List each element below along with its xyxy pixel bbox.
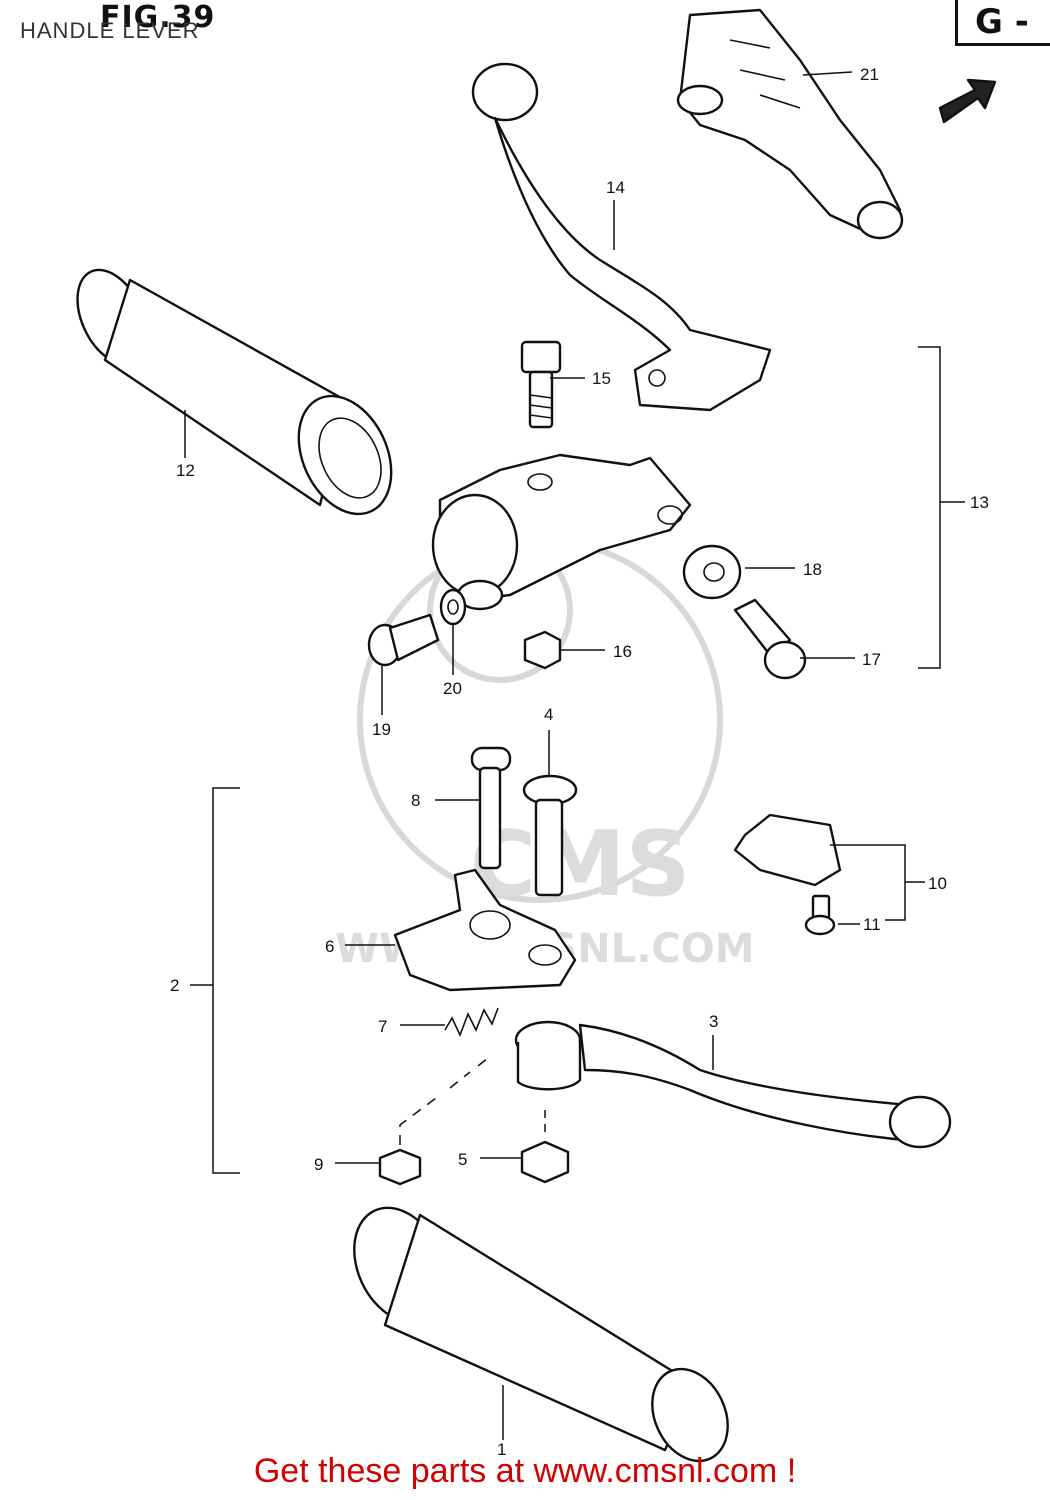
direction-arrow-icon bbox=[938, 78, 997, 124]
callout-1: 1 bbox=[497, 1440, 506, 1459]
watermark: CMS WWW.CMSNL.COM bbox=[335, 537, 755, 972]
callout-10: 10 bbox=[928, 874, 947, 893]
callout-3: 3 bbox=[709, 1012, 718, 1031]
callout-6: 6 bbox=[325, 937, 334, 956]
callout-16: 16 bbox=[613, 642, 632, 661]
part-4-collar bbox=[522, 774, 578, 897]
callout-9: 9 bbox=[314, 1155, 323, 1174]
section-code: G - bbox=[975, 2, 1029, 42]
part-8-pivot-bolt bbox=[470, 746, 512, 870]
callout-11: 11 bbox=[863, 915, 881, 934]
diagram-subtitle: HANDLE LEVER bbox=[20, 18, 200, 43]
leader-lines bbox=[184, 71, 965, 1440]
callout-5: 5 bbox=[458, 1150, 467, 1169]
figure-title: FIG.39 bbox=[100, 0, 216, 35]
part-9-nut bbox=[378, 1148, 422, 1186]
part-18-adjuster-nut bbox=[682, 544, 742, 600]
part-19-pivot-bolt bbox=[367, 613, 440, 667]
part-20-washer bbox=[439, 588, 467, 626]
part-16-nut bbox=[523, 630, 562, 670]
callout-7: 7 bbox=[378, 1017, 387, 1036]
callout-18: 18 bbox=[803, 560, 822, 579]
section-box bbox=[955, 0, 1050, 46]
callout-17: 17 bbox=[862, 650, 881, 669]
watermark-logo: CMS bbox=[470, 812, 690, 917]
part-6-cam bbox=[393, 868, 577, 992]
callout-4: 4 bbox=[544, 705, 553, 724]
part-12-grip bbox=[76, 268, 393, 516]
callout-8: 8 bbox=[411, 791, 420, 810]
callout-14: 14 bbox=[606, 178, 625, 197]
part-13-bracket bbox=[431, 453, 692, 611]
part-15-bolt bbox=[520, 340, 562, 429]
callout-13: 13 bbox=[970, 493, 989, 512]
footer-link[interactable]: Get these parts at www.cmsnl.com ! bbox=[253, 1452, 797, 1490]
part-17-adjuster-bolt bbox=[733, 598, 807, 680]
callout-12: 12 bbox=[176, 461, 195, 480]
part-14-clutch-lever bbox=[471, 62, 772, 412]
callout-20: 20 bbox=[443, 679, 462, 698]
callout-15: 15 bbox=[592, 369, 611, 388]
part-3-brake-lever bbox=[514, 1020, 952, 1149]
part-10-brake-switch bbox=[733, 813, 842, 887]
part-21-lever-cover bbox=[676, 8, 904, 240]
part-11-screw bbox=[804, 894, 836, 936]
callout-19: 19 bbox=[372, 720, 391, 739]
callout-21: 21 bbox=[860, 65, 879, 84]
callout-labels: 21 14 15 12 13 18 17 16 20 19 4 8 10 11 … bbox=[170, 65, 989, 1459]
callout-2: 2 bbox=[170, 976, 179, 995]
part-5-nut bbox=[520, 1140, 570, 1184]
part-7-spring bbox=[444, 1007, 499, 1038]
part-1-throttle-grip bbox=[353, 1206, 729, 1463]
